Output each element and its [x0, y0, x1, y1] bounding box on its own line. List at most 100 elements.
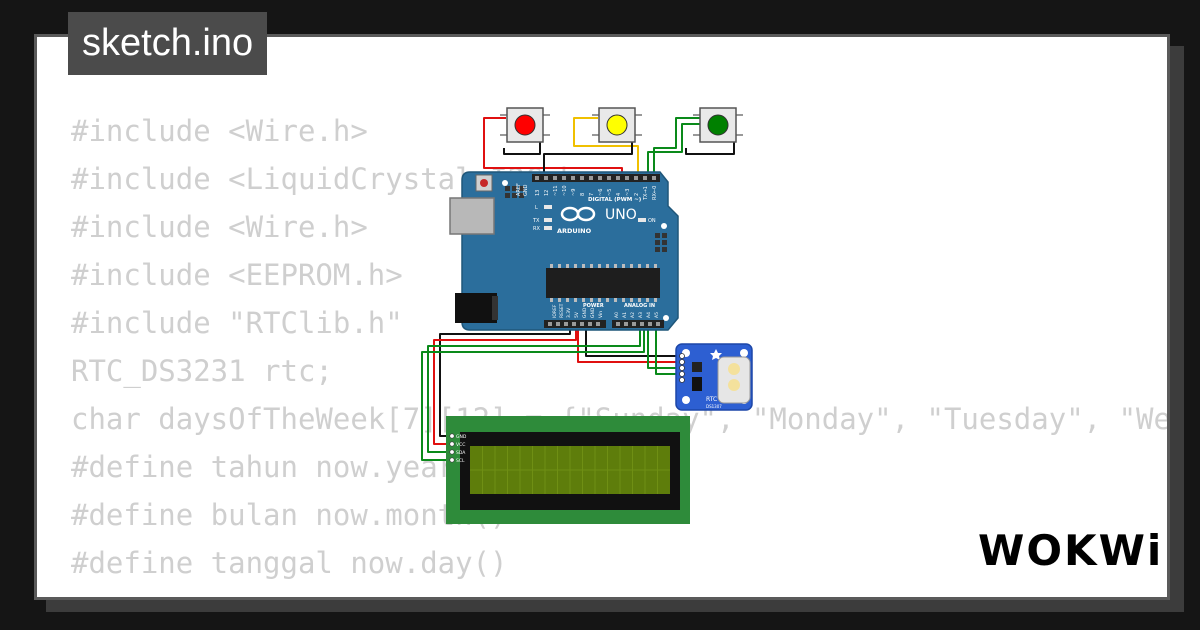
wire-green-button-gnd: [685, 136, 735, 155]
rtc-chip: [692, 362, 702, 372]
wire-yellow-button-gnd: [543, 136, 633, 182]
lcd-pin-labels: GND VCC SDA SCL: [456, 434, 467, 464]
arduino-uno-logo: UNO: [605, 207, 637, 223]
led-rx-label: RX: [533, 226, 540, 232]
rtc-crystal: [692, 377, 702, 391]
code-block: #include <Wire.h>#include <LiquidCrystal…: [71, 107, 1167, 597]
arduino-infinity-icon: [560, 206, 596, 222]
pin-label-5: ~5: [607, 189, 613, 196]
wire-lcd-sda: [427, 326, 641, 453]
pin-label-reset: RESET: [559, 303, 565, 318]
usb-port: [449, 197, 495, 235]
lcd-display[interactable]: GND VCC SDA SCL: [446, 416, 690, 524]
rtc-hole: [682, 396, 690, 404]
pushbutton-red[interactable]: [500, 107, 550, 143]
rtc-pins: [679, 353, 685, 383]
pin-label-aref: AREF: [516, 183, 522, 196]
pushbutton-green[interactable]: [693, 107, 743, 143]
pin-label-10: ~10: [562, 185, 568, 196]
wokwi-logo: WOKWi: [978, 526, 1164, 575]
wire-rtc-sda: [647, 326, 682, 369]
pin-label-a4: A4: [646, 312, 652, 318]
lcd-pin-scl: SCL: [456, 458, 465, 464]
code-line: RTC_DS3231 rtc;: [71, 354, 333, 388]
power-jack-rim: [492, 296, 498, 320]
button-cap-green[interactable]: [707, 114, 729, 136]
pin-label-gnd-2: GND: [590, 307, 596, 318]
led-tx-label: TX: [532, 218, 540, 224]
rtc-label: RTC: [706, 396, 717, 403]
pin-label-1: TX→1: [643, 186, 649, 201]
mount-hole: [663, 315, 669, 321]
pin-label-a0: A0: [614, 312, 620, 318]
rtc-hole: [740, 349, 748, 357]
pin-label-a5: A5: [654, 312, 660, 318]
code-line: #include <Wire.h>: [71, 210, 368, 244]
pin-label-6: ~6: [598, 189, 604, 196]
led-tx: [544, 218, 552, 222]
pin-label-ioref: IOREF: [552, 304, 558, 318]
pin-label-4: 4: [616, 193, 622, 196]
pin-label-11: ~11: [553, 185, 559, 196]
rtc-battery-contact: [728, 379, 740, 391]
reset-button-cap[interactable]: [480, 179, 488, 187]
pin-label-2: 2: [634, 193, 640, 196]
wire-yellow-button-signal: [573, 117, 639, 182]
icsp-header-right: [655, 233, 667, 252]
lcd-pin-gnd: GND: [456, 434, 467, 440]
digital-label: DIGITAL (PWM ~): [588, 197, 642, 203]
chip-pins: [550, 264, 657, 302]
button-cap-red[interactable]: [514, 114, 536, 136]
pin-label-8: 8: [580, 193, 586, 196]
mount-hole: [502, 180, 508, 186]
lcd-pin-sda: SDA: [456, 450, 466, 456]
wire-rtc-gnd: [585, 326, 682, 357]
pin-label-vin: Vin: [598, 311, 604, 318]
wire-green-button-signal: [653, 117, 700, 182]
led-rx: [544, 226, 552, 230]
code-line: #define nama_hari daysOfTheWeek[now.dayO…: [71, 587, 1167, 597]
lcd-pins: [449, 433, 455, 463]
pin-label-a2: A2: [630, 312, 636, 318]
wire-lcd-vcc: [433, 326, 577, 445]
power-jack: [455, 293, 497, 323]
rtc-chip-label: DS1307: [706, 404, 722, 409]
pin-label-13: 13: [535, 190, 541, 196]
pin-label-gnd: GND: [523, 184, 529, 196]
icsp-header: [505, 186, 524, 198]
power-label: POWER: [583, 303, 604, 309]
pin-label-12: 12: [544, 190, 550, 196]
pushbutton-yellow[interactable]: [592, 107, 642, 143]
led-on: [638, 218, 646, 222]
code-line: #define tanggal now.day(): [71, 546, 508, 580]
wire-green-button-signal-2: [647, 123, 700, 182]
digital-header: [532, 174, 660, 182]
wire-red-button-gnd: [503, 136, 541, 155]
code-line: #include <EEPROM.h>: [71, 258, 403, 292]
file-tab[interactable]: sketch.ino: [68, 12, 268, 75]
pin-label-5v: 5V: [574, 311, 580, 318]
pin-label-0: RX←0: [652, 186, 658, 200]
led-l: [544, 205, 552, 209]
bottom-header-pins: [548, 322, 660, 326]
code-line: #include "RTClib.h": [71, 306, 403, 340]
arduino-brand: ARDUINO: [557, 227, 592, 235]
button-cap-yellow[interactable]: [606, 114, 628, 136]
wire-lcd-gnd: [439, 326, 571, 437]
rtc-module[interactable]: RTC DS1307: [675, 343, 753, 411]
code-line: #include <Wire.h>: [71, 114, 368, 148]
lcd-character-grid: [470, 446, 670, 494]
arduino-uno[interactable]: AREF GND 13 12 ~11 ~10 ~9 8 7 ~6 ~5 4 ~3…: [449, 171, 679, 331]
analog-pin-labels: A0 A1 A2 A3 A4 A5: [614, 312, 660, 318]
pin-label-a1: A1: [622, 312, 628, 318]
code-line: #define bulan now.month(): [71, 498, 508, 532]
analog-header: [612, 320, 664, 328]
pin-label-3: ~3: [625, 189, 631, 196]
wire-lcd-scl: [421, 326, 645, 461]
led-l-label: L: [535, 205, 538, 211]
power-pin-labels: IOREF RESET 3.3V 5V GND GND Vin: [552, 303, 604, 318]
digital-header-pins: [535, 176, 656, 180]
digital-pin-labels: AREF GND 13 12 ~11 ~10 ~9 8 7 ~6 ~5 4 ~3…: [516, 183, 658, 201]
pin-label-7: 7: [589, 193, 595, 196]
